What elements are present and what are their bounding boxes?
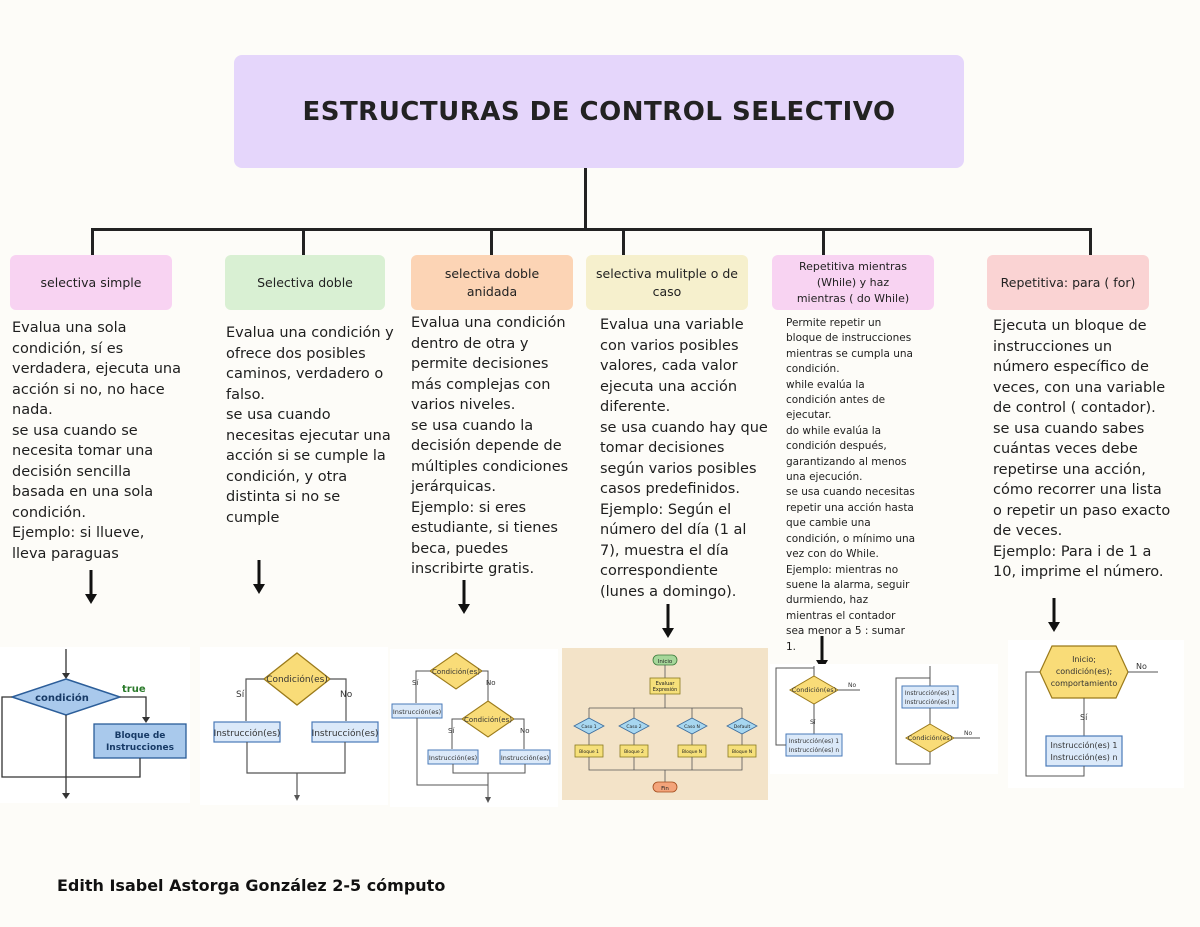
branch-drop-5: [822, 228, 825, 256]
down-arrow-icon: [1048, 598, 1060, 632]
multiple-casen-label: Caso N: [684, 724, 700, 730]
flowchart-selectiva-multiple: Inicio Evaluar Expresión Caso 1 Caso 2 C…: [562, 648, 768, 800]
flowchart-selectiva-simple: condición true Bloque de Instrucciones: [0, 647, 190, 803]
for-header-line2: condición(es);: [1056, 666, 1112, 676]
description-repetitiva-for: Ejecuta un bloque de instrucciones un nú…: [993, 318, 1171, 580]
flowchart-selectiva-doble: Condición(es) Sí No Instrucción(es) Inst…: [200, 647, 388, 805]
multiple-bn-label: Bloque N: [682, 749, 702, 755]
dowhile-no-label: No: [964, 730, 972, 737]
nested-condition1-label: Condición(es): [432, 668, 480, 676]
multiple-end-label: Fin: [661, 786, 669, 792]
dowhile-condition-label: Condición(es): [908, 734, 953, 742]
multiple-default-label: Default: [734, 724, 751, 730]
description-repetitiva-while: Permite repetir un bloque de instruccion…: [786, 317, 916, 653]
heading-repetitiva-while: Repetitiva mientras (While) y haz mientr…: [772, 255, 934, 310]
nested-yes2-label: Sí: [448, 727, 455, 735]
flowchart-repetitiva-for: Inicio; condición(es); comportamiento No…: [1008, 640, 1184, 788]
for-header-line1: Inicio;: [1072, 655, 1096, 664]
dowhile-instr1: Instrucción(es) 1: [905, 690, 955, 697]
dowhile-instr2: Instrucción(es) n: [905, 699, 955, 706]
for-instr2: Instrucción(es) n: [1050, 752, 1117, 762]
simple-block-label-line2: Instrucciones: [106, 743, 174, 753]
double-left-instr: Instrucción(es): [214, 728, 281, 739]
for-instr1: Instrucción(es) 1: [1050, 740, 1117, 750]
down-arrow-icon: [253, 560, 265, 594]
down-arrow-icon: [458, 580, 470, 614]
heading-selectiva-doble: Selectiva doble: [225, 255, 385, 310]
nested-no2-label: No: [520, 727, 530, 735]
heading-selectiva-simple: selectiva simple: [10, 255, 172, 310]
nested-instr-left: Instrucción(es): [429, 754, 477, 762]
while-instr2: Instrucción(es) n: [789, 747, 839, 754]
title-box: ESTRUCTURAS DE CONTROL SELECTIVO: [234, 55, 964, 168]
double-no-label: No: [340, 690, 353, 700]
multiple-case2-label: Caso 2: [626, 724, 641, 730]
branch-drop-1: [91, 228, 94, 256]
down-arrow-icon: [85, 570, 97, 604]
branch-drop-6: [1089, 228, 1092, 256]
branch-drop-4: [622, 228, 625, 256]
double-condition-label: Condición(es): [266, 674, 328, 685]
heading-selectiva-doble-anidada: selectiva doble anidada: [411, 255, 573, 310]
description-selectiva-doble-anidada: Evalua una condición dentro de otra y pe…: [411, 315, 569, 577]
multiple-eval-label2: Expresión: [653, 686, 678, 693]
nested-instr-top: Instrucción(es): [393, 708, 441, 716]
for-no-label: No: [1136, 662, 1147, 671]
description-selectiva-simple: Evalua una sola condición, sí es verdade…: [12, 320, 181, 562]
multiple-case1-label: Caso 1: [581, 724, 596, 730]
heading-selectiva-multiple: selectiva mulitple o de caso: [586, 255, 748, 310]
description-selectiva-doble: Evalua una condición y ofrece dos posibl…: [226, 325, 394, 526]
branch-drop-2: [302, 228, 305, 256]
for-header-line3: comportamiento: [1051, 679, 1118, 688]
multiple-b1-label: Bloque 1: [579, 749, 599, 755]
multiple-start-label: Inicio: [658, 659, 673, 665]
while-no-label: No: [848, 682, 856, 689]
simple-block-label-line1: Bloque de: [115, 731, 166, 741]
description-selectiva-multiple: Evalua una variable con varios posibles …: [600, 317, 768, 600]
while-instr1: Instrucción(es) 1: [789, 738, 839, 745]
down-arrow-icon: [662, 604, 674, 638]
trunk-line: [584, 168, 587, 230]
while-condition-label: Condición(es): [792, 686, 837, 694]
simple-true-label: true: [122, 684, 146, 695]
simple-condition-label: condición: [35, 692, 89, 704]
branch-line: [91, 228, 1091, 231]
multiple-eval-label: Evaluar: [656, 681, 676, 687]
author-credit: Edith Isabel Astorga González 2-5 cómput…: [57, 876, 446, 895]
page-title: ESTRUCTURAS DE CONTROL SELECTIVO: [302, 96, 896, 127]
nested-instr-right: Instrucción(es): [501, 754, 549, 762]
nested-no-label: No: [486, 679, 496, 687]
multiple-bd-label: Bloque N: [732, 749, 752, 755]
double-right-instr: Instrucción(es): [312, 728, 379, 739]
flowchart-selectiva-doble-anidada: Condición(es) Sí No Instrucción(es) Cond…: [390, 649, 558, 807]
double-yes-label: Sí: [236, 690, 245, 700]
for-yes-label: Sí: [1080, 713, 1088, 722]
heading-repetitiva-for: Repetitiva: para ( for): [987, 255, 1149, 310]
nested-condition2-label: Condición(es): [464, 716, 512, 724]
nested-yes-label: Sí: [412, 679, 419, 687]
branch-drop-3: [490, 228, 493, 256]
flowchart-repetitiva-while: Condición(es) No Sí Instrucción(es) 1 In…: [770, 664, 998, 774]
while-yes-label: Sí: [810, 719, 816, 726]
multiple-b2-label: Bloque 2: [624, 749, 644, 755]
